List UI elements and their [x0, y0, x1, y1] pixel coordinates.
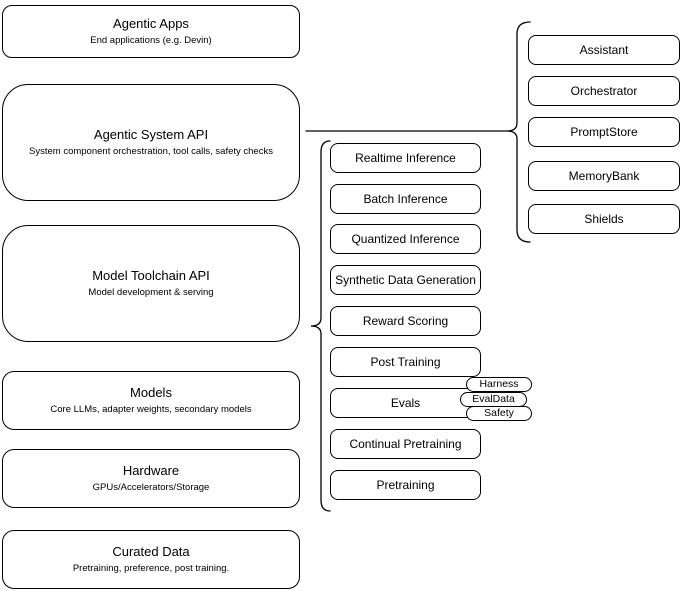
- box-agentic-system-api: Agentic System API System component orch…: [2, 84, 300, 201]
- tag-label: EvalData: [472, 393, 515, 405]
- services-group-brace: [506, 21, 531, 243]
- component-label: Batch Inference: [363, 192, 448, 206]
- component-label: Quantized Inference: [351, 232, 460, 246]
- service-orchestrator: Orchestrator: [528, 76, 680, 106]
- box-model-toolchain-api: Model Toolchain API Model development & …: [2, 225, 300, 342]
- box-agentic-apps: Agentic Apps End applications (e.g. Devi…: [2, 5, 300, 58]
- component-label: Evals: [390, 396, 421, 410]
- box-title: Model Toolchain API: [92, 268, 210, 283]
- component-label: Reward Scoring: [362, 314, 449, 328]
- box-title: Hardware: [122, 463, 180, 478]
- box-subtitle: Pretraining, preference, post training.: [72, 563, 230, 574]
- component-label: Pretraining: [376, 478, 435, 492]
- box-subtitle: Model development & serving: [88, 287, 214, 298]
- box-subtitle: End applications (e.g. Devin): [90, 35, 212, 46]
- component-post-training: Post Training: [330, 347, 481, 377]
- tag-label: Safety: [484, 407, 514, 419]
- tag-safety: Safety: [466, 406, 532, 421]
- service-label: Orchestrator: [570, 84, 638, 98]
- service-label: Shields: [584, 212, 624, 226]
- service-shields: Shields: [528, 204, 680, 234]
- component-pretraining: Pretraining: [330, 470, 481, 500]
- tag-label: Harness: [479, 378, 519, 390]
- service-label: PromptStore: [570, 125, 638, 139]
- component-synthetic-data-generation: Synthetic Data Generation: [330, 265, 481, 295]
- box-title: Agentic Apps: [113, 16, 189, 31]
- service-label: Assistant: [579, 43, 629, 57]
- components-group-brace: [310, 140, 331, 512]
- component-continual-pretraining: Continual Pretraining: [330, 429, 481, 459]
- component-reward-scoring: Reward Scoring: [330, 306, 481, 336]
- box-models: Models Core LLMs, adapter weights, secon…: [2, 371, 300, 430]
- tag-harness: Harness: [466, 377, 532, 392]
- component-quantized-inference: Quantized Inference: [330, 224, 481, 254]
- service-assistant: Assistant: [528, 35, 680, 65]
- box-subtitle: System component orchestration, tool cal…: [29, 146, 273, 157]
- box-subtitle: Core LLMs, adapter weights, secondary mo…: [50, 404, 252, 415]
- component-label: Continual Pretraining: [349, 437, 462, 451]
- service-promptstore: PromptStore: [528, 117, 680, 147]
- box-title: Curated Data: [112, 544, 190, 559]
- box-hardware: Hardware GPUs/Accelerators/Storage: [2, 449, 300, 508]
- box-curated-data: Curated Data Pretraining, preference, po…: [2, 530, 300, 589]
- component-realtime-inference: Realtime Inference: [330, 143, 481, 173]
- component-label: Realtime Inference: [355, 151, 456, 165]
- service-memorybank: MemoryBank: [528, 161, 680, 191]
- box-title: Agentic System API: [93, 127, 209, 142]
- component-batch-inference: Batch Inference: [330, 184, 481, 214]
- tag-evaldata: EvalData: [460, 392, 527, 407]
- box-title: Models: [130, 385, 172, 400]
- component-label: Synthetic Data Generation: [335, 273, 476, 287]
- component-evals: Evals: [330, 388, 481, 418]
- component-label: Post Training: [370, 355, 441, 369]
- service-label: MemoryBank: [568, 169, 640, 183]
- box-subtitle: GPUs/Accelerators/Storage: [92, 482, 210, 493]
